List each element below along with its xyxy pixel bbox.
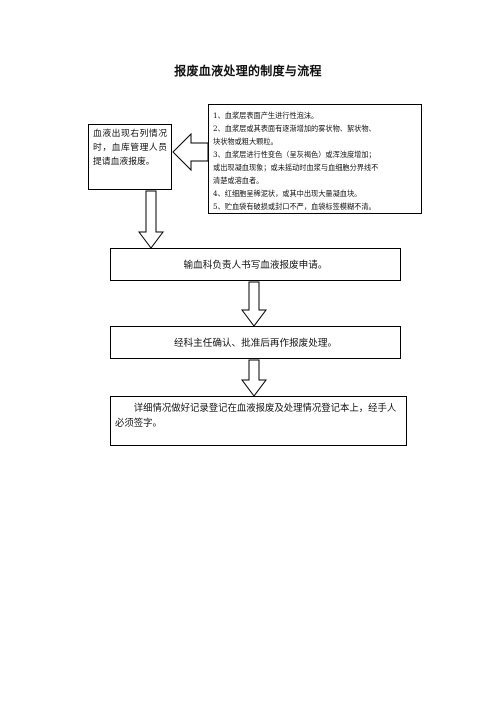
condition-line: 3、血浆层进行性变色（呈灰褐色）或浑浊度增加； <box>213 150 376 159</box>
trigger-box: 血液出现右列情况时，血库管理人员提请血液报废。 <box>88 124 172 190</box>
condition-line: 2、血浆层或其表面有逐渐增加的雾状物、絮状物、 <box>213 124 376 133</box>
condition-line: 5、贮血袋有破损或封口不严，血袋标签模糊不清。 <box>213 202 376 211</box>
arrow-down-icon <box>138 190 164 249</box>
condition-line: 4、红细胞呈稀泥状，或其中出现大量凝血块。 <box>213 189 362 198</box>
page-title: 报废血液处理的制度与流程 <box>174 64 322 78</box>
apply-box: 输血科负责人书写血液报废申请。 <box>110 248 401 281</box>
approve-box: 经科主任确认、批准后再作报废处理。 <box>110 326 401 359</box>
condition-line: 或出现凝血现象；或未摇动时血浆与血细胞分界线不 <box>213 163 379 172</box>
approve-text: 经科主任确认、批准后再作报废处理。 <box>173 338 338 349</box>
condition-line: 1、血浆层表面产生进行性泡沫。 <box>213 111 319 120</box>
apply-text: 输血科负责人书写血液报废申请。 <box>183 260 328 271</box>
arrow-down-icon <box>241 359 267 397</box>
arrow-down-icon <box>241 281 267 327</box>
record-box: 详细情况做好记录登记在血液报废及处理情况登记本上，经手人必须签字。 <box>110 396 407 446</box>
condition-line: 块状物或粗大颗粒。 <box>213 137 278 146</box>
condition-line: 清楚或溶血者。 <box>213 176 264 185</box>
arrow-left-icon <box>172 132 209 172</box>
record-text: 详细情况做好记录登记在血液报废及处理情况登记本上，经手人必须签字。 <box>115 403 397 429</box>
trigger-text: 血液出现右列情况时，血库管理人员提请血液报废。 <box>93 129 167 167</box>
